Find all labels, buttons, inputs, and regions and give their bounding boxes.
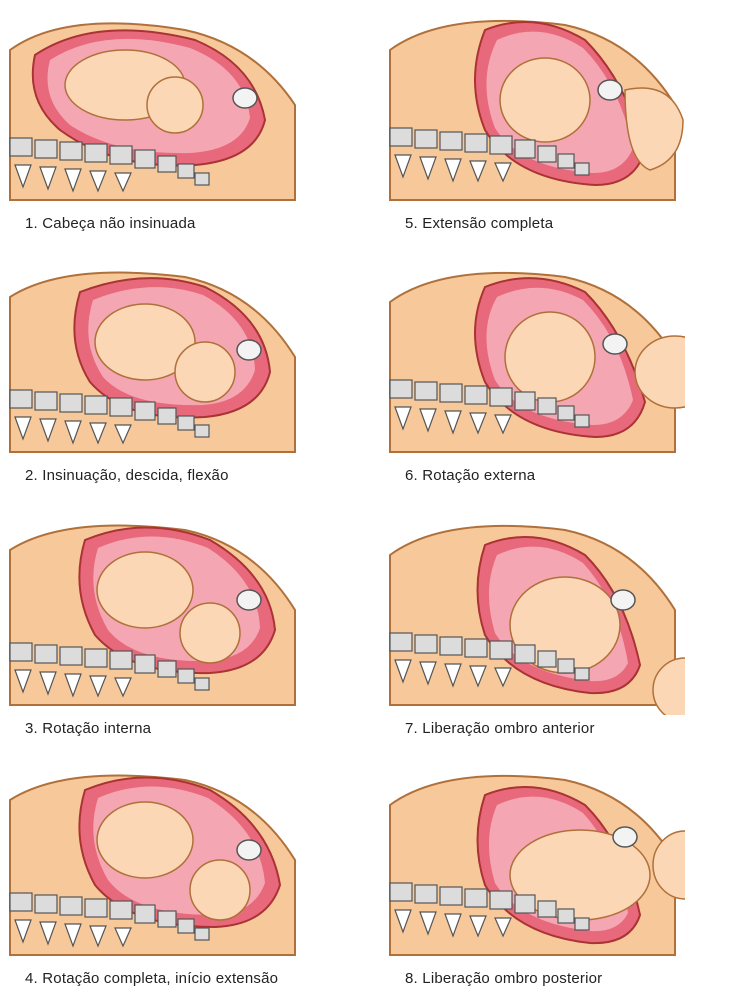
stage-5-caption: 5. Extensão completa	[405, 215, 553, 232]
stage-6-panel: 6. Rotação externa	[385, 262, 685, 477]
stage-4-caption: 4. Rotação completa, início extensão	[25, 970, 278, 987]
stage-1-caption: 1. Cabeça não insinuada	[25, 215, 196, 232]
stage-2-illustration	[5, 262, 305, 462]
stage-1-panel: 1. Cabeça não insinuada	[5, 10, 305, 225]
stage-8-panel: 8. Liberação ombro posterior	[385, 765, 685, 980]
stage-5-panel: 5. Extensão completa	[385, 10, 685, 225]
stage-8-illustration	[385, 765, 685, 965]
stage-3-panel: 3. Rotação interna	[5, 515, 305, 730]
stage-4-panel: 4. Rotação completa, início extensão	[5, 765, 305, 980]
stage-2-panel: 2. Insinuação, descida, flexão	[5, 262, 305, 477]
stage-2-caption: 2. Insinuação, descida, flexão	[25, 467, 229, 484]
stage-3-caption: 3. Rotação interna	[25, 720, 151, 737]
stage-4-illustration	[5, 765, 305, 965]
stage-7-panel: 7. Liberação ombro anterior	[385, 515, 685, 730]
stage-5-illustration	[385, 10, 685, 210]
stage-6-illustration	[385, 262, 685, 462]
stage-3-illustration	[5, 515, 305, 715]
stage-7-illustration	[385, 515, 685, 715]
stage-6-caption: 6. Rotação externa	[405, 467, 535, 484]
stage-1-illustration	[5, 10, 305, 210]
stage-8-caption: 8. Liberação ombro posterior	[405, 970, 602, 987]
stage-7-caption: 7. Liberação ombro anterior	[405, 720, 595, 737]
